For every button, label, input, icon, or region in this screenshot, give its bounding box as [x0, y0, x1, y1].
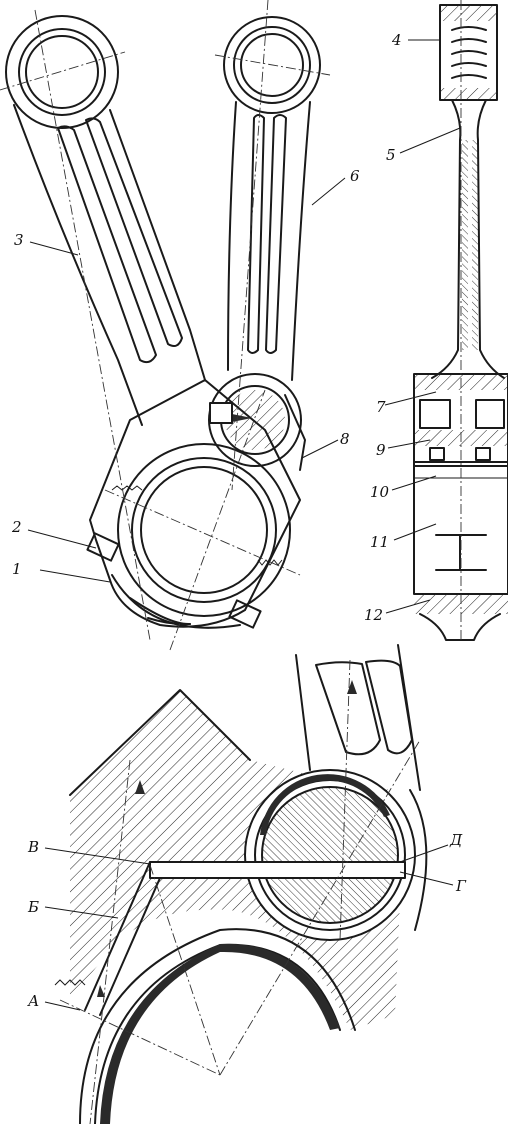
label-B: Б — [27, 898, 39, 916]
label-2: 2 — [11, 518, 22, 536]
enlarged-detail — [54, 644, 428, 1124]
main-connecting-rod — [0, 9, 301, 651]
label-G: Г — [455, 877, 467, 895]
label-A: А — [27, 992, 39, 1010]
label-8: 8 — [340, 430, 350, 448]
part-labels: 1 2 3 4 5 6 7 8 9 10 11 12 А Б В Г Д — [11, 31, 467, 1010]
label-12: 12 — [364, 606, 383, 624]
label-4: 4 — [391, 31, 402, 49]
articulated-rod — [208, 0, 331, 491]
label-1: 1 — [12, 560, 22, 578]
label-6: 6 — [350, 167, 360, 185]
section-view — [413, 0, 508, 641]
label-V: В — [27, 838, 39, 856]
label-9: 9 — [376, 441, 386, 459]
label-3: 3 — [14, 231, 24, 249]
label-7: 7 — [376, 398, 386, 416]
leader-lines — [27, 39, 461, 1011]
label-D: Д — [449, 831, 463, 849]
label-5: 5 — [386, 146, 396, 164]
label-11: 11 — [370, 533, 389, 551]
label-10: 10 — [370, 483, 390, 501]
